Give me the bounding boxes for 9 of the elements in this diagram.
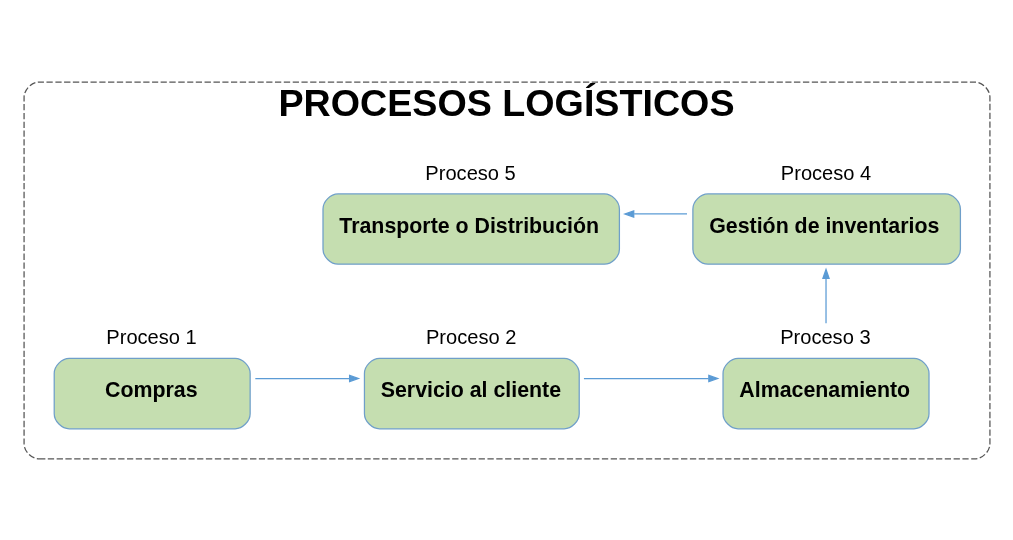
- node-label: Proceso 2: [425, 325, 516, 348]
- node-label: Proceso 4: [780, 161, 871, 184]
- arrow: [254, 374, 360, 382]
- node-label: Proceso 1: [105, 325, 197, 348]
- node-label: Proceso 5: [424, 161, 516, 184]
- arrow: [622, 209, 688, 218]
- node-label: Proceso 3: [779, 325, 871, 348]
- arrow: [821, 267, 830, 324]
- arrow: [582, 374, 720, 382]
